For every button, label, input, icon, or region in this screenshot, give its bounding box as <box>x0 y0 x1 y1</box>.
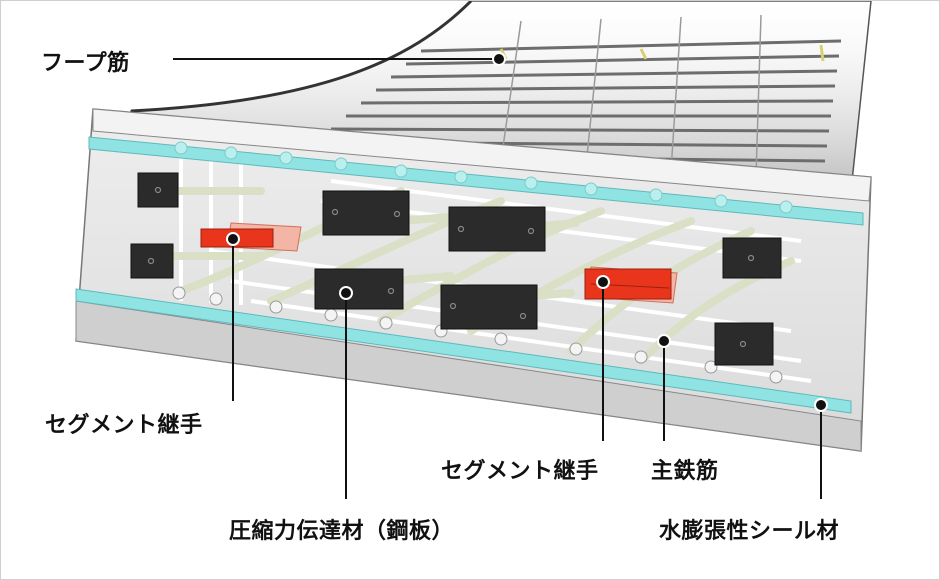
label-main-bar: 主鉄筋 <box>651 459 719 484</box>
label-segment-joint-left: セグメント継手 <box>45 413 203 438</box>
leader-dots <box>226 52 828 412</box>
label-segment-joint-right: セグメント継手 <box>441 459 599 484</box>
water-seals <box>75 136 864 414</box>
label-water-seal: 水膨張性シール材 <box>659 519 840 544</box>
leader-lines <box>173 58 822 499</box>
label-hoop-bar: フープ筋 <box>41 51 130 76</box>
label-compression-plate: 圧縮力伝達材（鋼板） <box>229 519 455 544</box>
steel-plates <box>130 172 782 366</box>
